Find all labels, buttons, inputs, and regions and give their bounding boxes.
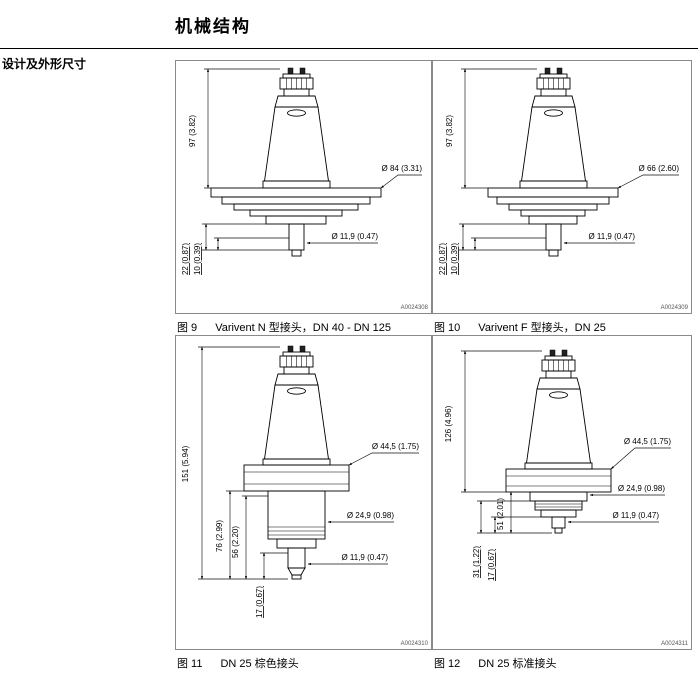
dim-tube-dia-label: Ø 11,9 (0.47): [331, 232, 378, 241]
figure-9-frame: 97 (3.82) Ø 84 (3.31) Ø 11,9 (0.47) 22 (…: [175, 60, 432, 314]
dimension-lines: [459, 68, 679, 251]
figure-code: A0024309: [660, 305, 688, 311]
figure-code: A0024311: [661, 641, 688, 647]
figure-11-caption: 图 11 DN 25 棕色接头: [177, 655, 299, 671]
figure-caption-label: 图 10: [434, 322, 461, 334]
figure-10-frame: 97 (3.82) Ø 66 (2.60) Ø 11,9 (0.47) 22 (…: [432, 60, 692, 314]
dim-bottom1-label: 31 (1.22): [472, 546, 481, 578]
dim-bottom2-label: 17 (0.67): [487, 549, 496, 581]
figure-12-drawing: 126 (4.96) 51 (2.01) 31 (1.22) 17 (0.67)…: [444, 349, 671, 581]
dim-height-label: 97 (3.82): [188, 115, 197, 147]
figure-code: A0024308: [400, 305, 428, 311]
dimension-labels: 97 (3.82) Ø 84 (3.31) Ø 11,9 (0.47) 22 (…: [181, 115, 422, 275]
dim-bottom2-label: 10 (0.39): [450, 243, 459, 275]
figure-12-caption: 图 12 DN 25 标准接头: [434, 655, 557, 671]
figure-11-drawing: 151 (5.94) 76 (2.99) 56 (2.20) 17 (0.67)…: [181, 345, 419, 618]
dim-flange-dia-label: Ø 44,5 (1.75): [624, 437, 671, 446]
figure-10-drawing: 97 (3.82) Ø 66 (2.60) Ø 11,9 (0.47) 22 (…: [438, 67, 679, 275]
dim-bottom1-label: 22 (0.87): [181, 243, 190, 275]
figure-10-caption: 图 10 Varivent F 型接头，DN 25: [434, 319, 606, 335]
dim-total-label: 126 (4.96): [444, 405, 453, 442]
figure-caption-label: 图 11: [177, 658, 203, 670]
figure-9-drawing: 97 (3.82) Ø 84 (3.31) Ø 11,9 (0.47) 22 (…: [181, 67, 422, 275]
figure-caption-text: DN 25 棕色接头: [220, 658, 299, 670]
dim-mid1-label: 76 (2.99): [215, 520, 224, 552]
sensor-device: [210, 67, 382, 257]
sensor-device: [243, 345, 350, 580]
dimension-lines: [461, 350, 671, 534]
dim-bottom2-label: 10 (0.39): [193, 243, 202, 275]
dimension-lines: [198, 346, 419, 580]
dim-height-label: 97 (3.82): [445, 115, 454, 147]
dim-body-dia-label: Ø 24,9 (0.98): [618, 484, 665, 493]
dim-tube-dia-label: Ø 11,9 (0.47): [612, 511, 659, 520]
figure-caption-text: DN 25 标准接头: [478, 658, 557, 670]
dim-bottom1-label: 22 (0.87): [438, 243, 447, 275]
dim-tube-dia-label: Ø 11,9 (0.47): [341, 553, 388, 562]
sensor-device: [505, 349, 612, 534]
dim-total-label: 151 (5.94): [181, 445, 190, 482]
dimension-labels: 126 (4.96) 51 (2.01) 31 (1.22) 17 (0.67)…: [444, 405, 671, 581]
figure-caption-label: 图 9: [177, 322, 198, 334]
dim-mid2-label: 56 (2.20): [231, 526, 240, 558]
dimension-lines: [202, 68, 422, 251]
dim-flange-dia-label: Ø 84 (3.31): [382, 164, 423, 173]
figure-caption-label: 图 12: [434, 658, 461, 670]
sidebar-section-label: 设计及外形尺寸: [2, 57, 87, 71]
dim-body-dia-label: Ø 24,9 (0.98): [347, 511, 394, 520]
dimension-labels: 97 (3.82) Ø 66 (2.60) Ø 11,9 (0.47) 22 (…: [438, 115, 679, 275]
dim-flange-dia-label: Ø 44,5 (1.75): [372, 442, 419, 451]
header-divider: [0, 48, 698, 49]
dim-mid1-label: 51 (2.01): [496, 498, 505, 530]
figure-9-caption: 图 9 Varivent N 型接头，DN 40 - DN 125: [177, 319, 391, 335]
figure-code: A0024310: [400, 641, 428, 647]
figure-caption-text: Varivent N 型接头，DN 40 - DN 125: [215, 322, 392, 334]
dim-flange-dia-label: Ø 66 (2.60): [639, 164, 680, 173]
figure-caption-text: Varivent F 型接头，DN 25: [478, 322, 606, 334]
figure-11-frame: 151 (5.94) 76 (2.99) 56 (2.20) 17 (0.67)…: [175, 335, 432, 650]
dim-tip-label: 17 (0.67): [255, 586, 264, 618]
figure-12-frame: 126 (4.96) 51 (2.01) 31 (1.22) 17 (0.67)…: [432, 335, 692, 650]
sensor-device: [487, 67, 619, 257]
dim-tube-dia-label: Ø 11,9 (0.47): [588, 232, 635, 241]
dimension-labels: 151 (5.94) 76 (2.99) 56 (2.20) 17 (0.67)…: [181, 442, 419, 618]
page-title: 机械结构: [175, 17, 251, 36]
